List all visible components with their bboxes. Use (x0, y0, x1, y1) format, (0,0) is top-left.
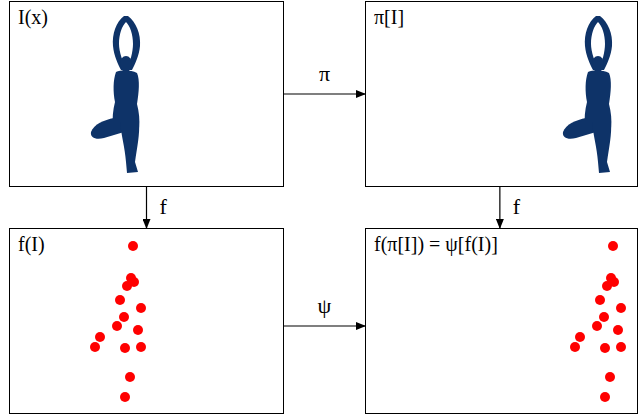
mapping-arrow (284, 325, 365, 326)
mapping-arrow (146, 187, 147, 228)
mapping-arrow (499, 187, 500, 228)
edge-label: π (316, 62, 333, 86)
yoga-figure (563, 16, 612, 173)
image-panel: π[I] (365, 1, 638, 187)
keypoints (570, 241, 626, 402)
image-panel: f(π[I]) = ψ[f(I)] (365, 228, 638, 414)
edge-label: ψ (315, 294, 335, 318)
mapping-arrow (284, 93, 365, 94)
image-panel: I(x) (9, 1, 284, 187)
panel-title: I(x) (10, 2, 48, 29)
panel-title: π[I] (366, 2, 404, 29)
edge-label: f (157, 195, 170, 219)
yoga-figure (91, 16, 140, 173)
image-panel: f(I) (9, 228, 284, 414)
keypoints (90, 241, 146, 402)
panel-title: f(I) (10, 229, 45, 256)
edge-label: f (510, 195, 523, 219)
panel-title: f(π[I]) = ψ[f(I)] (366, 229, 498, 256)
